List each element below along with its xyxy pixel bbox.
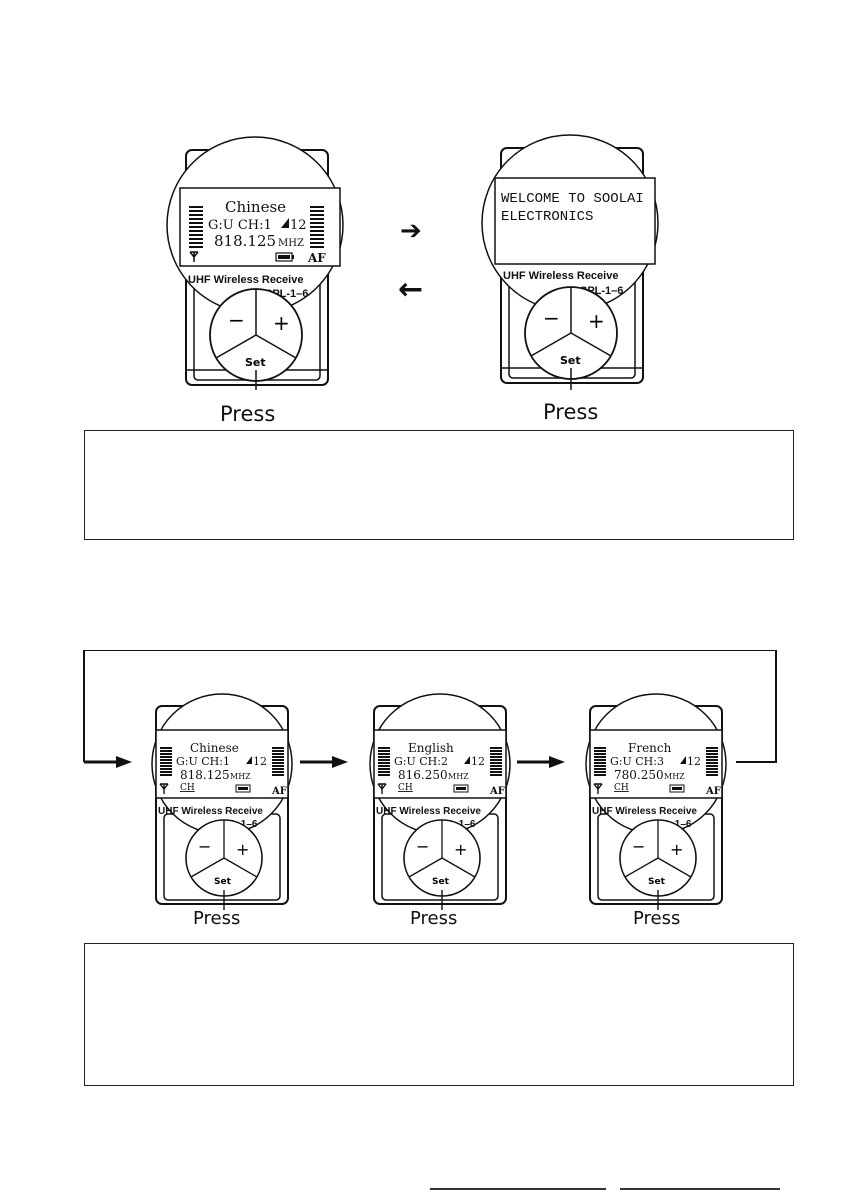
note-box-top xyxy=(84,430,794,540)
arrow-right-icon: ➔ xyxy=(400,216,422,246)
lcd-channel-text: G:U CH:1 xyxy=(176,755,230,768)
plus-button[interactable]: + xyxy=(236,840,249,859)
antenna-icon xyxy=(593,783,603,794)
af-indicator: AF xyxy=(271,786,287,797)
lcd-channel-number: 12 xyxy=(471,755,485,768)
lcd-frequency: 816.250 xyxy=(398,768,448,782)
receiver-welcome-top: WELCOME TO SOOLAI ELECTRONICS UHF Wirele… xyxy=(481,134,659,390)
lcd-frequency: 818.125 xyxy=(180,768,230,782)
press-label: Press xyxy=(633,908,681,929)
footer-divider xyxy=(620,1188,780,1190)
note-box-bottom xyxy=(84,943,794,1086)
receiver-english: English G:U CH:2 12 816.250 MHZ CH AF UH… xyxy=(369,693,511,910)
receiver-label: UHF Wireless Receive xyxy=(592,806,697,817)
receiver-label: UHF Wireless Receive xyxy=(376,806,481,817)
minus-button[interactable]: − xyxy=(416,837,429,856)
receiver-label: UHF Wireless Receive xyxy=(503,270,618,282)
battery-icon xyxy=(669,784,685,793)
antenna-icon xyxy=(377,783,387,794)
af-indicator: AF xyxy=(705,786,721,797)
af-indicator: AF xyxy=(307,251,326,265)
press-label: Press xyxy=(410,908,458,929)
signal-icon xyxy=(594,747,718,776)
footer-divider xyxy=(430,1188,606,1190)
lcd-welcome-line2: ELECTRONICS xyxy=(501,209,593,225)
lcd-welcome-line1: WELCOME TO SOOLAI xyxy=(501,191,644,207)
lcd-frequency-unit: MHZ xyxy=(664,772,685,781)
plus-button[interactable]: + xyxy=(273,311,290,335)
antenna-icon xyxy=(159,783,169,794)
lcd-language-title: French xyxy=(628,741,672,755)
lcd-channel-text: G:U CH:2 xyxy=(394,755,448,768)
set-button[interactable]: Set xyxy=(214,877,232,887)
press-label: Press xyxy=(220,402,276,426)
lcd-frequency-unit: MHZ xyxy=(448,772,469,781)
lcd-frequency: 780.250 xyxy=(614,768,664,782)
signal-icon xyxy=(189,206,324,248)
set-button[interactable]: Set xyxy=(245,356,266,369)
lcd-frequency-unit: MHZ xyxy=(230,772,251,781)
receiver-label: UHF Wireless Receive xyxy=(188,274,303,286)
ch-indicator: CH xyxy=(614,783,629,793)
ch-indicator: CH xyxy=(180,783,195,793)
ch-indicator: CH xyxy=(398,783,413,793)
lcd-channel-number: 12 xyxy=(290,218,307,233)
battery-icon xyxy=(235,784,251,793)
press-label: Press xyxy=(543,400,599,424)
signal-icon xyxy=(378,747,502,776)
lcd-frequency-unit: MHZ xyxy=(278,238,304,249)
signal-strength-icon xyxy=(281,218,289,228)
button-cluster xyxy=(524,286,618,380)
lcd-channel-number: 12 xyxy=(687,755,701,768)
receiver-french: French G:U CH:3 12 780.250 MHZ CH AF UHF… xyxy=(585,693,727,910)
cycle-flow-arrows xyxy=(83,650,777,768)
minus-button[interactable]: − xyxy=(632,837,645,856)
lcd-language-title: Chinese xyxy=(225,198,286,216)
lcd-channel-text: G:U CH:1 xyxy=(208,218,272,233)
lcd-frequency: 818.125 xyxy=(214,232,276,250)
battery-icon xyxy=(275,252,294,262)
minus-button[interactable]: − xyxy=(198,837,211,856)
lcd-channel-number: 12 xyxy=(253,755,267,768)
lcd-language-title: Chinese xyxy=(190,741,239,755)
receiver-label: UHF Wireless Receive xyxy=(158,806,263,817)
set-button[interactable]: Set xyxy=(560,354,581,367)
receiver-chinese-top: Chinese G:U CH:1 12 818.125 MHZ AF UHF W… xyxy=(166,136,344,390)
antenna-icon xyxy=(189,251,199,262)
minus-button[interactable]: − xyxy=(228,308,245,332)
af-indicator: AF xyxy=(489,786,505,797)
lcd-language-title: English xyxy=(408,741,454,755)
set-button[interactable]: Set xyxy=(432,877,450,887)
signal-icon xyxy=(160,747,284,776)
receiver-chinese: Chinese G:U CH:1 12 818.125 MHZ CH AF UH… xyxy=(151,693,293,910)
arrow-left-icon: ← xyxy=(398,272,424,307)
set-button[interactable]: Set xyxy=(648,877,666,887)
plus-button[interactable]: + xyxy=(670,840,683,859)
plus-button[interactable]: + xyxy=(588,309,605,333)
lcd-channel-text: G:U CH:3 xyxy=(610,755,664,768)
plus-button[interactable]: + xyxy=(454,840,467,859)
minus-button[interactable]: − xyxy=(543,306,560,330)
press-label: Press xyxy=(193,908,241,929)
battery-icon xyxy=(453,784,469,793)
